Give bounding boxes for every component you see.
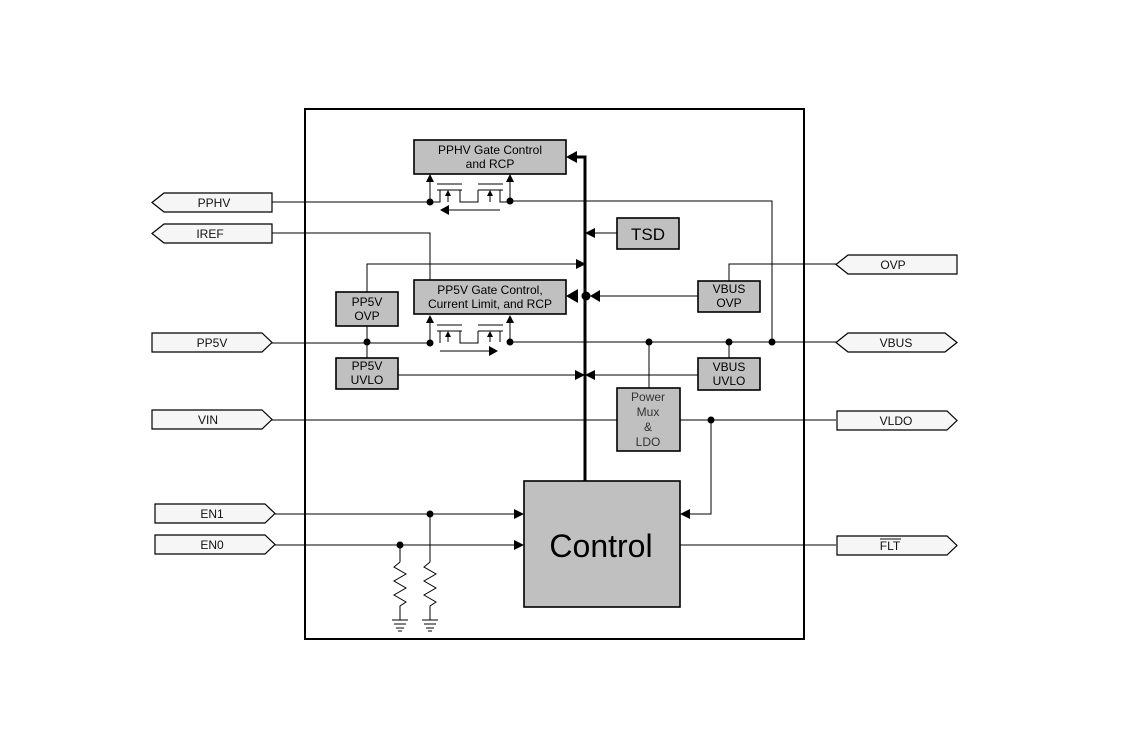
svg-text:PP5V: PP5V	[352, 295, 383, 309]
pphv-fet-pair	[426, 174, 514, 215]
pin-en1-label: EN1	[200, 507, 224, 521]
pulldown-resistor-en0	[392, 561, 408, 632]
pp5v-uvlo-block: PP5V UVLO	[335, 357, 399, 390]
svg-text:UVLO: UVLO	[351, 373, 384, 387]
svg-text:&: &	[644, 420, 652, 434]
control-bus	[572, 155, 587, 481]
svg-text:UVLO: UVLO	[713, 374, 746, 388]
tsd-block: TSD	[616, 217, 680, 250]
pin-iref-label: IREF	[196, 227, 223, 241]
svg-text:LDO: LDO	[636, 435, 661, 449]
svg-text:PPHV Gate Control: PPHV Gate Control	[438, 143, 542, 157]
pin-flt-label: FLT	[880, 539, 901, 553]
pin-ovp: OVP	[835, 254, 958, 275]
vbus-ovp-block: VBUS OVP	[697, 280, 761, 313]
pp5v-gate-control-block: PP5V Gate Control, Current Limit, and RC…	[413, 279, 567, 315]
svg-text:PP5V Gate Control,: PP5V Gate Control,	[437, 283, 542, 297]
svg-text:OVP: OVP	[716, 296, 741, 310]
device-outline	[304, 108, 805, 640]
pin-vbus-label: VBUS	[880, 336, 913, 350]
svg-text:Power: Power	[631, 390, 665, 404]
pin-vin: VIN	[151, 409, 273, 430]
pin-pphv-label: PPHV	[198, 196, 231, 210]
pin-vldo-label: VLDO	[880, 414, 913, 428]
svg-text:and RCP: and RCP	[466, 157, 515, 171]
svg-text:VBUS: VBUS	[713, 282, 746, 296]
pin-pphv: PPHV	[151, 192, 273, 213]
pin-vldo: VLDO	[836, 410, 958, 431]
pulldown-resistor-en1	[422, 561, 438, 632]
svg-text:VBUS: VBUS	[713, 360, 746, 374]
control-block: Control	[523, 480, 681, 608]
svg-text:PP5V: PP5V	[352, 359, 383, 373]
vbus-uvlo-block: VBUS UVLO	[697, 357, 761, 391]
svg-text:Control: Control	[549, 528, 652, 564]
pphv-gate-control-block: PPHV Gate Control and RCP	[413, 139, 567, 175]
power-mux-ldo-block: Power Mux & LDO	[616, 387, 681, 452]
svg-text:Current Limit, and RCP: Current Limit, and RCP	[428, 297, 552, 311]
pin-pp5v-label: PP5V	[197, 336, 228, 350]
svg-text:TSD: TSD	[631, 225, 665, 244]
pp5v-fet-pair	[426, 315, 514, 356]
svg-text:OVP: OVP	[354, 309, 379, 323]
pin-iref: IREF	[151, 223, 273, 244]
pin-en0: EN0	[154, 534, 276, 555]
pin-ovp-label: OVP	[880, 258, 905, 272]
pin-en1: EN1	[154, 503, 276, 524]
pin-vin-label: VIN	[198, 413, 218, 427]
pin-flt: FLT	[836, 535, 958, 556]
pin-pp5v: PP5V	[151, 332, 273, 353]
pp5v-ovp-block: PP5V OVP	[335, 291, 399, 327]
pin-vbus: VBUS	[835, 332, 958, 353]
pin-en0-label: EN0	[200, 538, 224, 552]
svg-text:Mux: Mux	[637, 405, 660, 419]
